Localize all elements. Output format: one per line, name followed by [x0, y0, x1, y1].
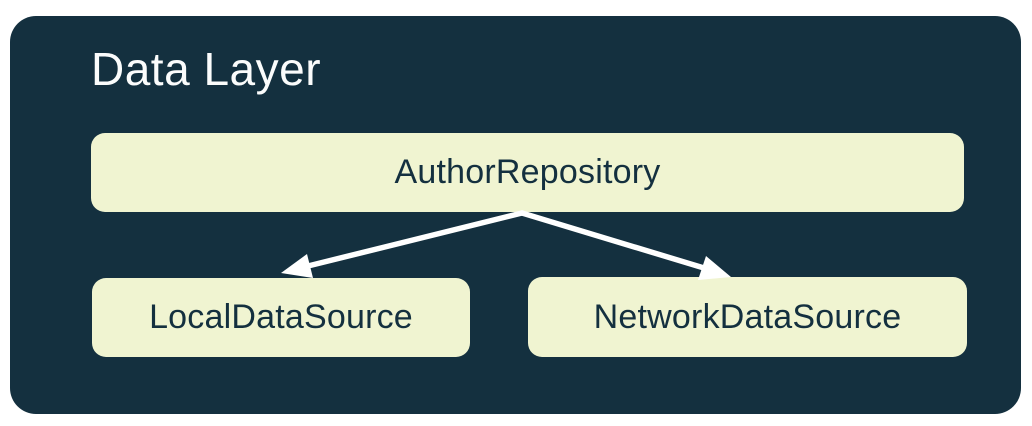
- node-local-data-source-label: LocalDataSource: [149, 298, 413, 336]
- node-author-repository: AuthorRepository: [91, 133, 964, 212]
- node-network-data-source: NetworkDataSource: [528, 277, 967, 357]
- node-network-data-source-label: NetworkDataSource: [593, 297, 902, 336]
- node-local-data-source: LocalDataSource: [92, 278, 470, 357]
- diagram-title: Data Layer: [91, 43, 322, 95]
- node-author-repository-label: AuthorRepository: [394, 153, 661, 191]
